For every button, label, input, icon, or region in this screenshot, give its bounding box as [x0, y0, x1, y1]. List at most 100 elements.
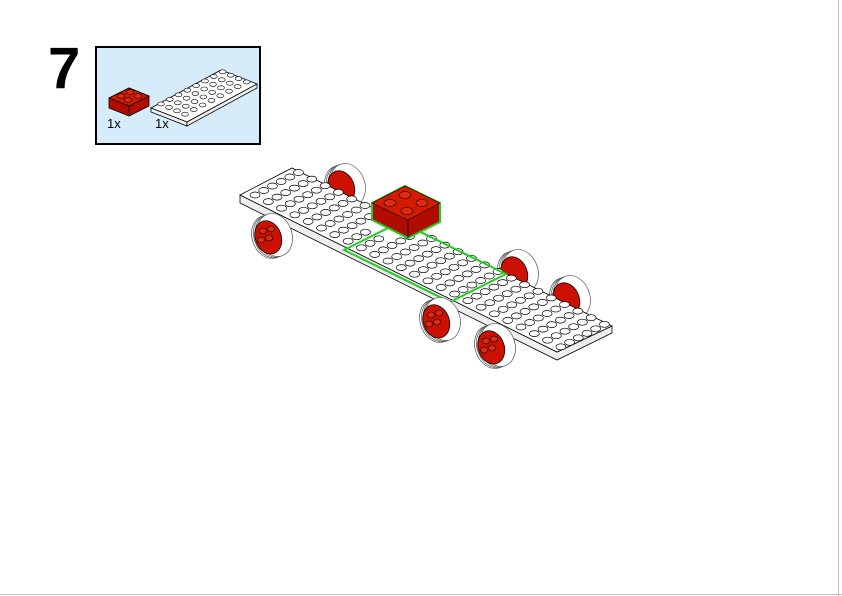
stud [511, 312, 522, 320]
stud [439, 241, 451, 249]
stud [439, 268, 451, 276]
stud [306, 202, 318, 210]
stud [510, 285, 522, 293]
stud [409, 270, 420, 278]
stud [466, 281, 478, 289]
stud [484, 299, 496, 307]
stud [483, 272, 495, 280]
stud [324, 193, 336, 201]
stud [333, 188, 344, 196]
stud [165, 105, 173, 110]
stud [311, 213, 323, 221]
stud [515, 296, 526, 304]
stud [426, 235, 437, 242]
stud [302, 191, 314, 199]
stud [395, 237, 407, 245]
stud [386, 242, 398, 249]
stud [342, 211, 353, 218]
stud [199, 94, 208, 100]
stud [555, 343, 567, 351]
stud [462, 297, 474, 304]
stud [391, 253, 403, 260]
stud [581, 329, 593, 337]
stud [564, 338, 575, 346]
stud [502, 317, 514, 324]
stud [545, 294, 557, 302]
stud [276, 204, 287, 212]
stud [183, 87, 192, 93]
stud [351, 233, 363, 241]
stud [501, 290, 513, 298]
stud [435, 284, 447, 291]
plate-studs [249, 169, 610, 351]
wheel [251, 213, 293, 259]
stud [470, 266, 482, 273]
brick-quantity: 1x [107, 116, 121, 131]
page-border-bottom [0, 594, 842, 595]
stud [492, 268, 504, 275]
stud [346, 222, 358, 229]
stud [226, 80, 234, 86]
front-wheels [251, 213, 516, 369]
stud [200, 86, 208, 92]
red-brick-placed [371, 184, 441, 240]
highlight-outline [341, 220, 509, 304]
stud [489, 310, 500, 318]
stud [364, 213, 375, 220]
stud [572, 334, 584, 342]
parts-illustration [108, 69, 258, 127]
stud [449, 290, 460, 298]
stud [537, 299, 548, 306]
stud [350, 206, 362, 214]
stud [497, 279, 508, 286]
stud [191, 91, 200, 96]
stud [284, 200, 296, 208]
stud [329, 231, 341, 238]
stud [209, 82, 217, 87]
stud [182, 103, 190, 109]
stud [413, 255, 425, 262]
stud [488, 283, 500, 291]
stud [319, 182, 331, 190]
stud [542, 336, 553, 344]
stud [346, 195, 358, 203]
stud [249, 191, 261, 199]
chassis-plate [239, 167, 613, 361]
stud [541, 310, 553, 317]
stud [369, 251, 381, 258]
stud [395, 264, 407, 271]
stud [479, 288, 491, 295]
stud [225, 88, 233, 94]
stud [258, 187, 270, 194]
stud [426, 261, 438, 269]
stud [590, 325, 602, 333]
red-brick-part [108, 87, 150, 117]
stud [408, 244, 420, 251]
stud [533, 314, 544, 322]
stud [585, 314, 597, 322]
stud [431, 272, 442, 280]
stud [328, 204, 340, 212]
rear-wheels [324, 163, 591, 321]
stud [466, 254, 477, 262]
stud [267, 182, 278, 190]
stud [192, 83, 200, 88]
stud [382, 257, 394, 265]
plate-quantity: 1x [155, 116, 169, 131]
stud [355, 217, 367, 225]
stud [373, 235, 385, 243]
stud [315, 197, 327, 205]
white-plate-part [150, 69, 258, 127]
stud [218, 77, 226, 83]
stud [190, 99, 199, 104]
stud [338, 226, 349, 234]
stud [453, 275, 464, 282]
stud [208, 90, 216, 95]
stud [550, 332, 562, 340]
stud [493, 294, 504, 302]
stud [342, 237, 354, 245]
wheel [324, 163, 366, 209]
stud [275, 178, 287, 185]
stud [280, 189, 292, 196]
stud [550, 305, 562, 313]
